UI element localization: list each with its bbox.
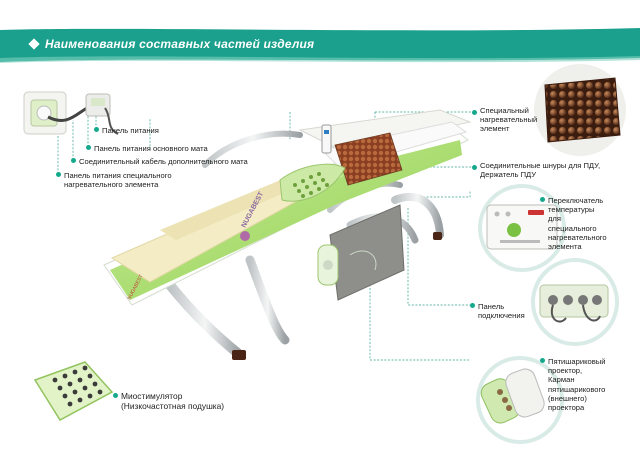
marker-dot <box>56 172 61 177</box>
marker-dot <box>540 358 545 363</box>
marker-dot <box>470 303 475 308</box>
bed-frame <box>165 130 444 360</box>
myostimulator-pad <box>33 361 114 421</box>
side-pocket <box>317 204 405 301</box>
label-remote-cords: Соединительные шнуры для ПДУ, Держатель … <box>480 161 601 180</box>
temperature-switch-image <box>478 184 566 272</box>
marker-dot <box>71 158 76 163</box>
marker-dot <box>472 165 477 170</box>
label-main-mat-power: Панель питания основного мата <box>94 144 208 153</box>
marker-dot <box>472 110 477 115</box>
banner-shape <box>0 28 640 64</box>
brand-logo-icon <box>240 231 250 241</box>
heating-element-image <box>534 64 626 156</box>
label-power-panel: Панель питания <box>102 126 159 135</box>
remote-control-icon <box>321 124 332 154</box>
massage-bed: NUGABEST NUGABEST <box>103 109 472 306</box>
projector-image <box>476 356 564 444</box>
header-banner: Наименования составных частей изделия <box>0 28 640 64</box>
label-extra-mat-cable: Соединительный кабель дополнительного ма… <box>79 157 248 166</box>
power-panel-device <box>23 91 119 135</box>
marker-dot <box>113 393 118 398</box>
label-temp-switch: Переключатель температуры для специально… <box>548 196 607 252</box>
marker-dot <box>94 127 99 132</box>
page-title: Наименования составных частей изделия <box>45 37 315 51</box>
label-myostimulator: Миостимулятор (Низкочастотная подушка) <box>121 391 225 411</box>
marker-dot <box>540 197 545 202</box>
label-special-heater: Специальный нагревательный элемент <box>480 106 538 134</box>
marker-dot <box>86 145 91 150</box>
connection-panel-image <box>531 258 619 346</box>
label-connect-panel: Панель подключения <box>478 302 525 321</box>
label-heater-power: Панель питания специального нагревательн… <box>64 171 172 190</box>
label-projector: Пятишариковый проектор, Карман пятишарик… <box>548 357 606 413</box>
